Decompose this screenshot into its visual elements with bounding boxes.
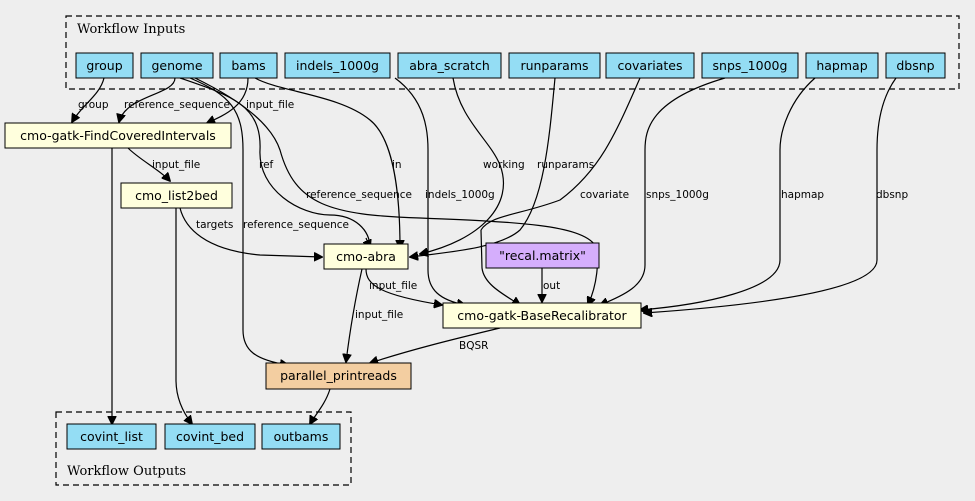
edge-runparams-abra	[410, 77, 556, 257]
step-node-find-covered-intervals[interactable]: cmo-gatk-FindCoveredIntervals	[4, 122, 232, 149]
edge-label-runparams: runparams	[537, 159, 594, 171]
edge-list2bed-covintbed	[175, 208, 192, 424]
string-node-label: "recal.matrix"	[499, 248, 586, 263]
input-node-label: covariates	[618, 58, 683, 73]
edge-indels-baserecal	[394, 77, 465, 305]
step-node-label: cmo_list2bed	[135, 188, 218, 203]
edge-label-bqsr: BQSR	[459, 340, 488, 352]
input-node-label: runparams	[520, 58, 588, 73]
edge-covariates-baserecal	[480, 77, 641, 231]
input-node-covariates[interactable]: covariates	[605, 52, 695, 79]
edge-label-hapmap: hapmap	[781, 189, 824, 201]
input-node-label: group	[86, 58, 122, 73]
edge-genome-printreads	[189, 77, 288, 365]
edge-group-find	[72, 77, 105, 122]
edge-label-ref: ref	[259, 159, 274, 171]
edge-label-working: working	[483, 159, 525, 171]
input-node-bams[interactable]: bams	[219, 52, 278, 79]
input-node-runparams[interactable]: runparams	[508, 52, 601, 79]
edge-label-reference-sequence: reference_sequence	[243, 219, 349, 231]
edge-bams-find	[207, 77, 249, 123]
workflow-node-parallel-printreads[interactable]: parallel_printreads	[265, 362, 412, 390]
edge-label-dbsnp: dbsnp	[876, 189, 908, 201]
edge-label-input-file: input_file	[152, 159, 200, 171]
output-node-covint-list[interactable]: covint_list	[66, 423, 157, 450]
input-node-label: dbsnp	[896, 58, 934, 73]
edge-label-group: group	[78, 99, 109, 111]
step-node-base-recalibrator[interactable]: cmo-gatk-BaseRecalibrator	[442, 302, 642, 329]
edge-label-targets: targets	[196, 219, 233, 231]
input-node-hapmap[interactable]: hapmap	[805, 52, 879, 79]
edge-scratch-abra	[420, 77, 505, 254]
string-node-recal-matrix[interactable]: "recal.matrix"	[485, 242, 600, 269]
input-node-label: hapmap	[816, 58, 867, 73]
step-node-label: cmo-abra	[336, 249, 396, 264]
edge-find-list2bed	[127, 147, 170, 181]
edge-label-in: in	[392, 159, 402, 171]
output-node-label: outbams	[274, 429, 329, 444]
output-node-label: covint_bed	[176, 429, 244, 444]
edge-hapmap-baserecal	[640, 77, 816, 310]
output-node-label: covint_list	[80, 429, 143, 444]
edge-labels: group reference_sequence input_file inpu…	[78, 99, 908, 352]
input-node-indels-1000g[interactable]: indels_1000g	[284, 52, 391, 79]
edge-list2bed-abra	[179, 207, 322, 257]
step-node-label: cmo-gatk-BaseRecalibrator	[457, 308, 627, 323]
outputs-cluster: Workflow Outputs	[55, 411, 352, 486]
edge-label-out: out	[543, 280, 560, 292]
edge-label-input-file: input_file	[355, 309, 403, 321]
input-node-group[interactable]: group	[75, 52, 134, 79]
outputs-cluster-label: Workflow Outputs	[67, 464, 186, 479]
edges	[72, 77, 897, 424]
output-node-outbams[interactable]: outbams	[261, 423, 341, 450]
step-node-abra[interactable]: cmo-abra	[323, 243, 409, 270]
edge-dbsnp-baserecal	[644, 77, 897, 313]
output-node-covint-bed[interactable]: covint_bed	[164, 423, 256, 450]
edge-snps-baserecal	[600, 77, 726, 305]
input-node-genome[interactable]: genome	[140, 52, 214, 79]
edge-label-covariate: covariate	[580, 189, 629, 201]
edge-label-input-file: input_file	[246, 99, 294, 111]
edge-label-reference-sequence: reference_sequence	[306, 189, 412, 201]
input-node-dbsnp[interactable]: dbsnp	[885, 52, 946, 79]
edge-label-reference-sequence: reference_sequence	[124, 99, 230, 111]
edge-printreads-outbams	[310, 388, 331, 424]
edge-label-input-file: input_file	[369, 280, 417, 292]
input-node-label: indels_1000g	[296, 58, 379, 73]
input-node-label: abra_scratch	[409, 58, 490, 73]
input-node-abra-scratch[interactable]: abra_scratch	[397, 52, 502, 79]
edge-bams-abra-in	[254, 77, 400, 248]
edge-genome-find	[119, 77, 176, 122]
workflow-node-label: parallel_printreads	[280, 368, 397, 383]
inputs-cluster: Workflow Inputs	[65, 15, 960, 90]
inputs-cluster-label: Workflow Inputs	[77, 22, 185, 37]
edge-abra-printreads	[346, 268, 363, 362]
input-node-label: genome	[151, 58, 202, 73]
input-node-label: snps_1000g	[713, 58, 788, 73]
input-node-snps-1000g[interactable]: snps_1000g	[701, 52, 799, 79]
edge-abra-baserecal	[365, 268, 442, 305]
input-node-label: bams	[231, 58, 265, 73]
step-node-label: cmo-gatk-FindCoveredIntervals	[20, 128, 216, 143]
edge-label-indels-1000g: indels_1000g	[425, 189, 495, 201]
step-node-list2bed[interactable]: cmo_list2bed	[120, 182, 233, 209]
edge-baserecal-printreads	[370, 327, 501, 363]
edge-label-snps-1000g: snps_1000g	[646, 189, 709, 201]
